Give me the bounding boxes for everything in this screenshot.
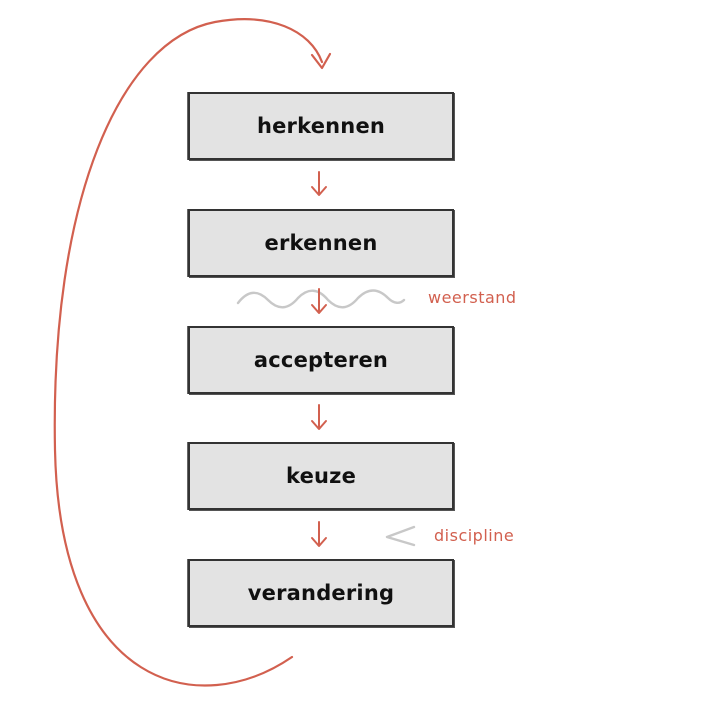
resistance-label: weerstand — [428, 288, 517, 307]
discipline-chevron — [385, 525, 416, 547]
step-box-keuze: keuze — [188, 442, 454, 510]
feedback-loop-arrowhead — [310, 52, 332, 70]
discipline-label: discipline — [434, 526, 515, 545]
step-label: herkennen — [256, 114, 386, 138]
step-label: keuze — [285, 464, 357, 488]
step-label: verandering — [247, 581, 395, 605]
step-box-herkennen: herkennen — [188, 92, 454, 160]
step-box-erkennen: erkennen — [188, 209, 454, 277]
arrow-1 — [311, 171, 327, 196]
step-label: accepteren — [253, 348, 389, 372]
resistance-wave — [236, 289, 406, 309]
feedback-loop-arrow — [53, 18, 324, 687]
arrow-4 — [311, 521, 327, 547]
step-box-accepteren: accepteren — [188, 326, 454, 394]
arrow-2 — [311, 288, 327, 314]
arrow-3 — [311, 404, 327, 430]
step-label: erkennen — [264, 231, 378, 255]
step-box-verandering: verandering — [188, 559, 454, 627]
